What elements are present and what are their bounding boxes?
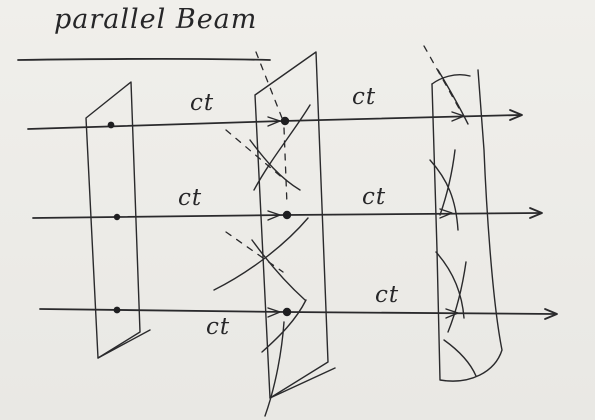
- wavelet-arc-4: [251, 239, 306, 301]
- source-dot-2: [113, 213, 121, 221]
- wavelet-center-1: [280, 116, 290, 126]
- wavelet-arc-8: [439, 149, 456, 216]
- ray-2-left-label: ct: [178, 185, 203, 211]
- ray-3-left-label: ct: [206, 314, 231, 340]
- ray-2-arrowhead: [529, 207, 543, 219]
- wavefront-2-bottom-edge: [269, 367, 336, 399]
- wavelet-arc-7: [429, 159, 459, 231]
- construction-dash-1: [225, 129, 286, 181]
- wavelet-arc-2: [249, 139, 301, 191]
- ray-2-right-arrowhead: [439, 208, 453, 219]
- construction-dash-vertical: [283, 127, 288, 206]
- wavelet-arc-11: [443, 339, 477, 377]
- source-dot-3: [113, 306, 121, 314]
- ray-3-right-label: ct: [375, 282, 400, 308]
- ray-1-mid-arrowhead: [267, 116, 281, 127]
- construction-dash-2: [225, 231, 284, 273]
- ray-3-mid-arrowhead: [267, 307, 281, 318]
- wavefront-3: [431, 69, 503, 382]
- ray-3-right-arrowhead: [445, 308, 459, 319]
- ray-1-left-label: ct: [190, 90, 215, 116]
- wavelet-center-3: [282, 307, 292, 317]
- wavelet-center-2: [282, 210, 292, 220]
- wavefront-1-bottom-edge: [97, 329, 151, 359]
- wavelet-arc-5: [261, 299, 307, 353]
- wavelet-arc-10: [447, 261, 467, 333]
- wavelet-tail: [264, 321, 285, 417]
- wavelet-arc-1: [253, 104, 311, 191]
- wavelet-arc-9: [435, 251, 465, 319]
- wavefront-2: [254, 51, 329, 399]
- diagram-title: parallel Beam: [54, 4, 258, 35]
- title-underline: [17, 57, 271, 61]
- wavefront-3-inner: [431, 74, 471, 85]
- ray-1-arrowhead: [509, 109, 523, 121]
- ray-3-arrowhead: [544, 308, 558, 320]
- ray-1-right-label: ct: [352, 84, 377, 110]
- wavefront-1: [85, 81, 141, 359]
- ray-2-mid-arrowhead: [267, 210, 281, 221]
- wavelet-arc-6: [437, 69, 469, 125]
- ray-1: [27, 114, 521, 130]
- ray-2-right-label: ct: [362, 184, 387, 210]
- source-dot-1: [107, 121, 115, 129]
